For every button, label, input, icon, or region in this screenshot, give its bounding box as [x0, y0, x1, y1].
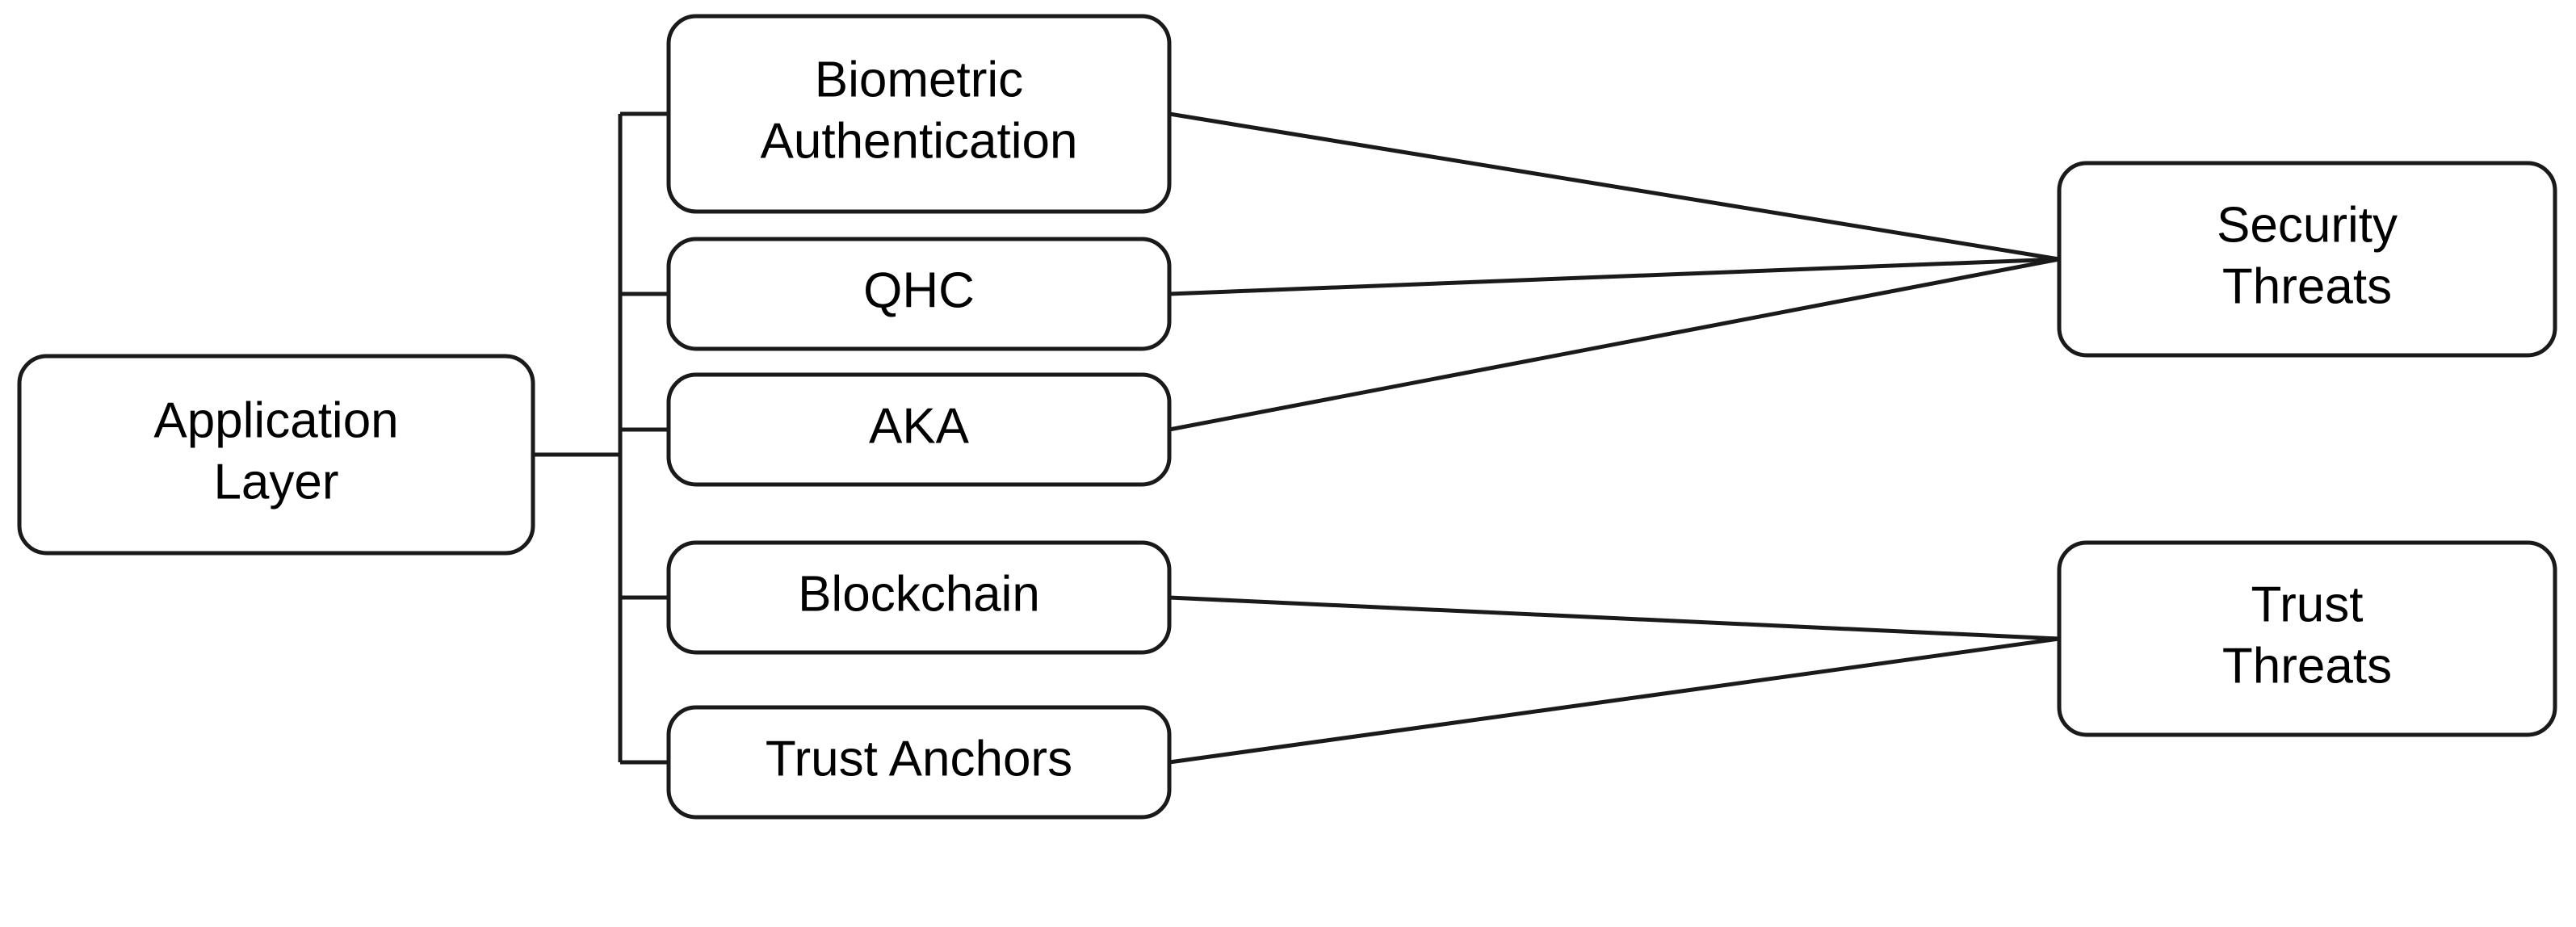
edge-aka-to-security-threats	[1168, 257, 2060, 432]
node-box-trust-anchors[interactable]	[666, 705, 1172, 820]
node-label-trust-threats-line2: Threats	[2222, 638, 2392, 694]
node-label-trust-anchors: Trust Anchors	[766, 731, 1072, 786]
node-blockchain[interactable]: Blockchain	[666, 540, 1172, 655]
node-label-application-layer-line1: Application	[153, 392, 398, 448]
node-label-blockchain: Blockchain	[798, 566, 1040, 622]
node-box-security-threats[interactable]	[2057, 161, 2557, 358]
node-box-trust-threats[interactable]	[2057, 540, 2557, 737]
node-box-qhc[interactable]	[666, 237, 1172, 351]
node-label-security-threats-line1: Security	[2217, 197, 2398, 253]
node-application-layer[interactable]: Application Layer	[17, 354, 535, 556]
edge-qhc-to-security-threats	[1168, 257, 2060, 296]
node-label-trust-threats-line1: Trust	[2251, 577, 2364, 632]
edge-biometric-to-security-threats	[1168, 111, 2060, 262]
edge-blockchain-to-trust-threats	[1168, 595, 2060, 641]
node-label-biometric-authentication-line1: Biometric	[815, 52, 1023, 107]
connector-group-source-to-components	[533, 111, 669, 765]
node-box-biometric-authentication[interactable]	[666, 14, 1172, 214]
node-label-aka: AKA	[869, 398, 970, 454]
connector-group-components-to-threats	[1168, 111, 2060, 765]
node-label-qhc: QHC	[863, 262, 975, 318]
node-aka[interactable]: AKA	[666, 372, 1172, 487]
node-box-application-layer[interactable]	[17, 354, 535, 556]
node-box-aka[interactable]	[666, 372, 1172, 487]
node-qhc[interactable]: QHC	[666, 237, 1172, 351]
node-label-application-layer-line2: Layer	[213, 454, 338, 510]
node-trust-threats[interactable]: Trust Threats	[2057, 540, 2557, 737]
node-label-biometric-authentication-line2: Authentication	[761, 113, 1078, 169]
node-box-blockchain[interactable]	[666, 540, 1172, 655]
edge-trust-anchors-to-trust-threats	[1168, 636, 2060, 765]
node-security-threats[interactable]: Security Threats	[2057, 161, 2557, 358]
node-trust-anchors[interactable]: Trust Anchors	[666, 705, 1172, 820]
node-biometric-authentication[interactable]: Biometric Authentication	[666, 14, 1172, 214]
node-label-security-threats-line2: Threats	[2222, 258, 2392, 314]
